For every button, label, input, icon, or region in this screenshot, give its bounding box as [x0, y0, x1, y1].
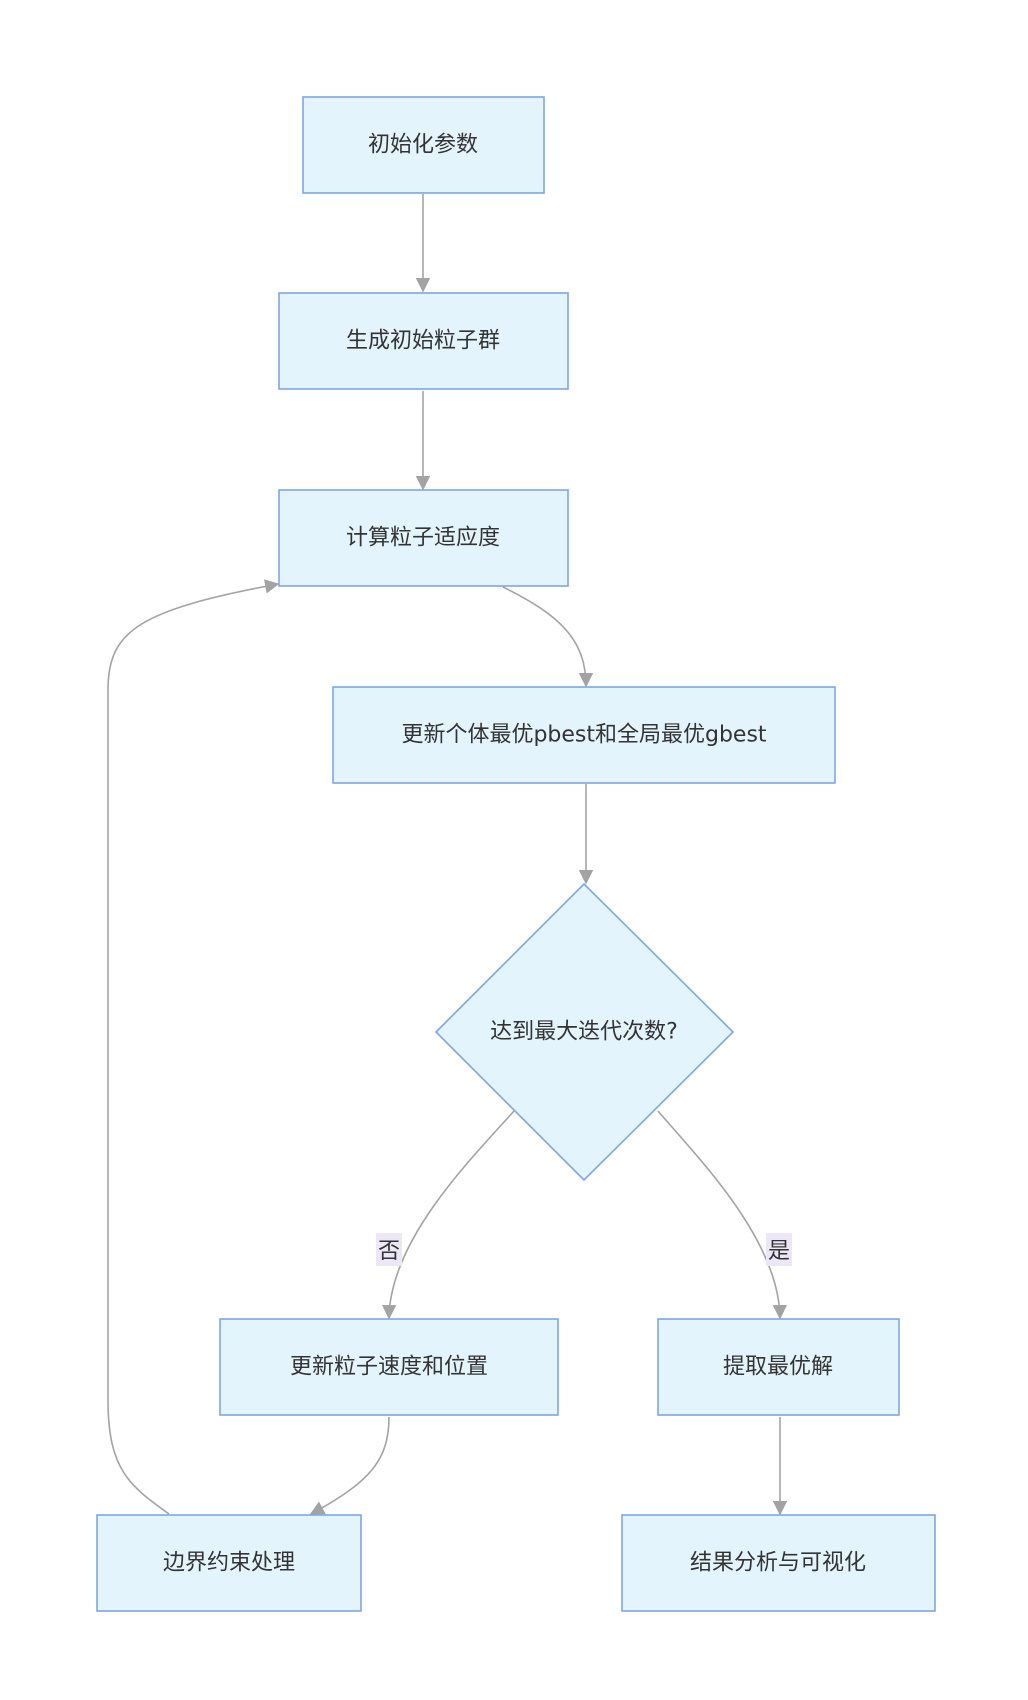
edge-compute-fitness-to-update-best	[502, 586, 594, 688]
edge-boundary-to-compute-fitness	[107, 579, 280, 1515]
node-init-swarm-box	[278, 292, 569, 390]
node-extract-best-box	[657, 1318, 900, 1416]
node-update-best-box	[332, 686, 836, 784]
node-init-params: 初始化参数	[302, 96, 545, 194]
node-init-swarm-label: 生成初始粒子群	[346, 329, 500, 354]
node-init-params-box	[302, 96, 545, 194]
node-result-analysis-box	[621, 1514, 936, 1612]
edge-label-no: 否	[376, 1233, 402, 1266]
node-update-velocity-label: 更新粒子速度和位置	[290, 1355, 488, 1380]
edge-label-yes: 是	[766, 1233, 792, 1266]
node-update-best: 更新个体最优pbest和全局最优gbest	[332, 686, 836, 784]
node-extract-best: 提取最优解	[657, 1318, 900, 1416]
edge-label-no-text: 否	[378, 1239, 400, 1264]
node-compute-fitness-label: 计算粒子适应度	[346, 526, 500, 551]
node-compute-fitness: 计算粒子适应度	[278, 489, 569, 587]
node-max-iter-check-diamond	[434, 882, 735, 1182]
node-boundary-box	[96, 1514, 362, 1612]
node-result-analysis-label: 结果分析与可视化	[690, 1551, 866, 1576]
node-result-analysis: 结果分析与可视化	[621, 1514, 936, 1612]
node-compute-fitness-box	[278, 489, 569, 587]
edge-label-yes-bg	[766, 1233, 792, 1266]
edges	[107, 194, 788, 1516]
edge-decision-to-update-velocity	[381, 1110, 515, 1320]
node-update-best-label: 更新个体最优pbest和全局最优gbest	[401, 723, 766, 748]
node-init-params-label: 初始化参数	[368, 133, 478, 158]
node-max-iter-check: 达到最大迭代次数?	[434, 882, 735, 1182]
node-init-swarm: 生成初始粒子群	[278, 292, 569, 390]
edge-decision-to-extract-best	[657, 1110, 788, 1320]
edge-label-yes-text: 是	[768, 1239, 790, 1264]
node-boundary-label: 边界约束处理	[163, 1551, 295, 1576]
edge-label-no-bg	[376, 1233, 402, 1266]
node-max-iter-check-label: 达到最大迭代次数?	[490, 1020, 678, 1045]
node-extract-best-label: 提取最优解	[723, 1355, 833, 1380]
node-update-velocity-box	[219, 1318, 559, 1416]
edge-update-velocity-to-boundary	[309, 1416, 390, 1515]
node-update-velocity: 更新粒子速度和位置	[219, 1318, 559, 1416]
node-boundary: 边界约束处理	[96, 1514, 362, 1612]
